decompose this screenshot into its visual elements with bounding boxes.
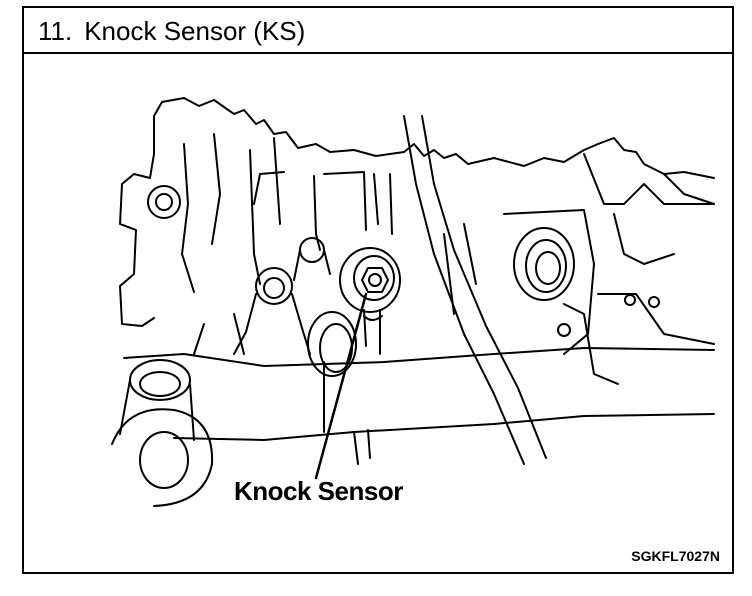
section-title-text: Knock Sensor (KS) [84, 16, 306, 46]
section-title: 11. Knock Sensor (KS) [38, 16, 305, 47]
lower-housing-bottom [173, 413, 715, 441]
section-header: 11. Knock Sensor (KS) [24, 8, 732, 54]
mount-boss-left [147, 185, 181, 219]
knock-sensor-label: Knock Sensor [234, 476, 403, 506]
pipe-right-edge [421, 115, 547, 459]
sensor-wire [353, 429, 371, 465]
lower-housing-top [123, 347, 715, 367]
right-bore-seal [513, 227, 575, 301]
pipe-left-edge [403, 115, 525, 465]
engine-block-illustration [111, 97, 715, 507]
engine-block-outline [153, 97, 715, 179]
callout-leader-line [314, 292, 368, 480]
figure-code: SGKFL7027N [631, 548, 720, 564]
figure-frame: 11. Knock Sensor (KS) [22, 6, 734, 574]
section-number: 11. [38, 16, 73, 46]
knock-sensor-body [339, 247, 401, 313]
knock-sensor-bolt [361, 267, 389, 293]
